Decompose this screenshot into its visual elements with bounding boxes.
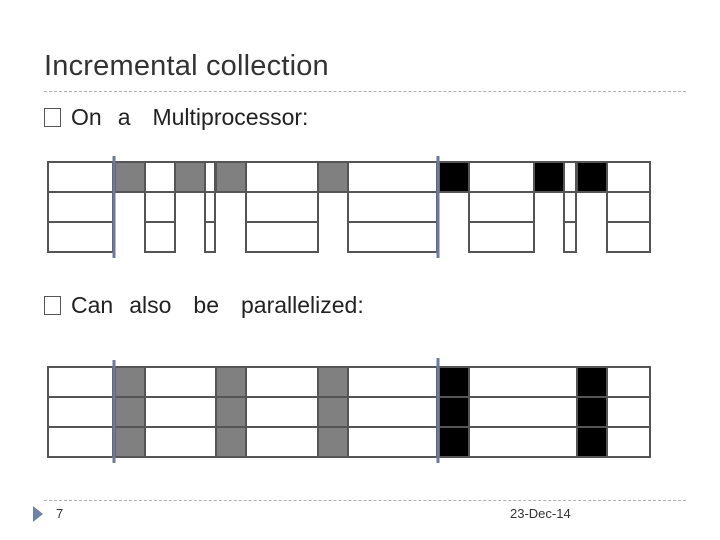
square-bullet-icon	[44, 296, 61, 315]
gc-work-block	[317, 161, 349, 193]
heap-block	[144, 191, 176, 223]
heap-block	[47, 396, 114, 428]
slide-title: Incremental collection	[44, 50, 329, 82]
heap-block	[606, 426, 651, 458]
heap-block	[47, 191, 114, 223]
gc-work-block-black	[438, 161, 470, 193]
gc-work-block	[215, 396, 247, 428]
heap-block	[144, 161, 176, 193]
heap-block	[563, 191, 577, 223]
heap-block	[606, 191, 651, 223]
heap-block	[245, 366, 319, 398]
heap-block	[563, 161, 577, 193]
gc-work-block-black	[576, 366, 608, 398]
gc-work-block	[114, 161, 146, 193]
heap-block	[468, 191, 535, 223]
gc-work-block	[215, 366, 247, 398]
gc-work-block	[215, 426, 247, 458]
heap-block	[563, 221, 577, 253]
heap-block	[204, 161, 216, 193]
footer-date: 23-Dec-14	[510, 506, 571, 521]
gc-work-block	[317, 366, 349, 398]
heap-block	[245, 396, 319, 428]
heap-block	[606, 396, 651, 428]
heap-block	[468, 221, 535, 253]
heap-block	[245, 221, 319, 253]
gc-work-block-black	[576, 396, 608, 428]
heap-block	[347, 161, 438, 193]
heap-block	[47, 366, 114, 398]
gc-work-block	[114, 396, 146, 428]
square-bullet-icon	[44, 108, 61, 127]
triangle-right-icon	[33, 506, 43, 522]
gc-work-block	[215, 161, 247, 193]
bullet-word: Multiprocessor:	[152, 104, 309, 130]
gc-work-block	[317, 396, 349, 428]
heap-block	[245, 426, 319, 458]
footer-divider	[44, 500, 686, 501]
heap-block	[47, 426, 114, 458]
gc-work-block-black	[438, 426, 470, 458]
heap-block	[347, 191, 438, 223]
heap-block	[347, 221, 438, 253]
heap-block	[468, 396, 578, 428]
heap-block	[606, 366, 651, 398]
heap-block	[204, 221, 216, 253]
heap-block	[144, 426, 217, 458]
page-number: 7	[56, 506, 64, 521]
gc-work-block-black	[576, 426, 608, 458]
gc-work-block-black	[438, 396, 470, 428]
gc-work-block	[114, 366, 146, 398]
bullet-word: parallelized:	[241, 292, 364, 318]
parallel-diagram	[47, 358, 651, 463]
gc-work-block	[174, 161, 206, 193]
heap-block	[144, 366, 217, 398]
bullet-word: a	[117, 104, 131, 130]
heap-block	[347, 366, 438, 398]
bullet-word: also	[129, 292, 172, 318]
heap-block	[606, 161, 651, 193]
heap-block	[347, 426, 438, 458]
multiprocessor-diagram	[47, 156, 651, 258]
heap-block	[47, 221, 114, 253]
heap-block	[606, 221, 651, 253]
heap-block	[47, 161, 114, 193]
heap-block	[144, 221, 176, 253]
heap-block	[144, 396, 217, 428]
heap-block	[245, 191, 319, 223]
gc-work-block	[317, 426, 349, 458]
gc-work-block	[114, 426, 146, 458]
gc-work-block-black	[438, 366, 470, 398]
bullet-word: be	[193, 292, 219, 318]
heap-block	[245, 161, 319, 193]
bullet-word: On	[71, 104, 102, 130]
title-divider	[44, 91, 686, 92]
heap-block	[204, 191, 216, 223]
bullet-word: Can	[71, 292, 114, 318]
gc-work-block-black	[533, 161, 565, 193]
heap-block	[468, 366, 578, 398]
heap-block	[347, 396, 438, 428]
heap-block	[468, 161, 535, 193]
heap-block	[468, 426, 578, 458]
gc-work-block-black	[576, 161, 608, 193]
